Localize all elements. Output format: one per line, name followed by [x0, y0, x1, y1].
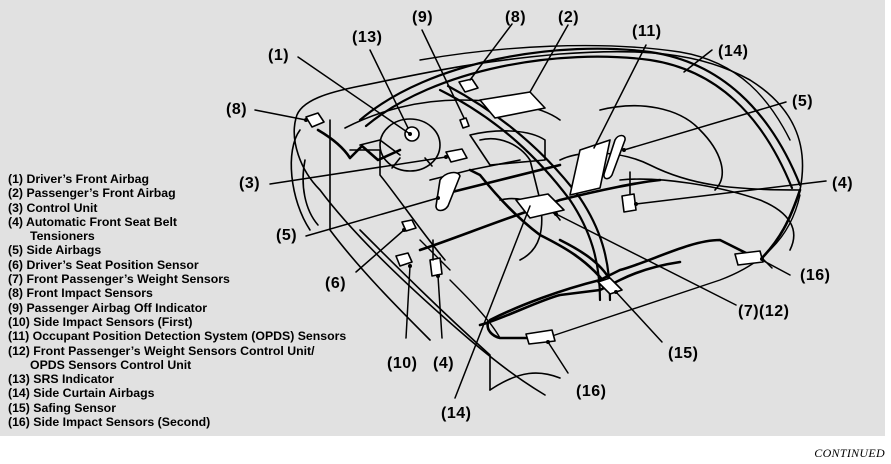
callout-5-side-airbag-right: (5) — [792, 93, 814, 110]
callout-6-drivers-seat-position-sensor: (6) — [325, 275, 347, 292]
leader-lines — [254, 23, 827, 399]
legend-item: (7) Front Passenger’s Weight Sensors — [8, 272, 230, 287]
callout-8-front-impact-sensor-left: (8) — [226, 101, 248, 118]
legend-item: (3) Control Unit — [8, 200, 98, 215]
legend-item: (15) Safing Sensor — [8, 400, 116, 415]
callout-13-srs-indicator: (13) — [352, 29, 383, 46]
legend-item: (11) Occupant Position Detection System … — [8, 329, 347, 344]
legend-item: (1) Driver’s Front Airbag — [8, 172, 149, 186]
roof-edge — [419, 44, 791, 141]
legend-item: (5) Side Airbags — [8, 243, 102, 258]
callout-10-side-impact-sensor-first: (10) — [387, 355, 418, 372]
legend-item: (14) Side Curtain Airbags — [8, 386, 155, 401]
legend-item: (16) Side Impact Sensors (Second) — [8, 415, 211, 430]
wiring-harness — [316, 128, 802, 340]
callout-16-side-impact-sensor-bottom: (16) — [576, 383, 607, 400]
legend-item: (9) Passenger Airbag Off Indicator — [8, 300, 208, 315]
continued-marker: CONTINUED — [814, 446, 885, 460]
legend-item: (6) Driver’s Seat Position Sensor — [8, 257, 199, 272]
callout-14-side-curtain-airbags-bottom: (14) — [441, 405, 472, 422]
callout-4-seat-belt-tensioner-right: (4) — [832, 175, 854, 192]
srs-component-location-diagram — [254, 23, 827, 399]
legend-item: (8) Front Impact Sensors — [8, 286, 153, 301]
callout-4-seat-belt-tensioner-bottom: (4) — [433, 355, 455, 372]
callout-9-passenger-airbag-off-indicator: (9) — [412, 9, 434, 26]
callout-15-safing-sensor: (15) — [668, 345, 699, 362]
car-body-outline — [290, 50, 804, 396]
callout-3-control-unit: (3) — [239, 175, 261, 192]
callout-14-side-curtain-airbags-top: (14) — [718, 43, 749, 60]
callout-8-front-impact-sensor-top: (8) — [505, 9, 527, 26]
components — [305, 78, 764, 345]
callout-16-side-impact-sensor-right: (16) — [800, 267, 831, 284]
arrowheads — [304, 118, 764, 344]
thin-wires — [419, 194, 801, 341]
callout-7-12-weight-sensors-control-unit: (7)(12) — [738, 303, 790, 320]
legend-item: (13) SRS Indicator — [8, 372, 114, 387]
callout-5-side-airbag-left: (5) — [276, 227, 298, 244]
legend-item: (12) Front Passenger’s Weight Sensors Co… — [8, 343, 315, 372]
legend-item: (2) Passenger’s Front Airbag — [8, 186, 176, 201]
component-legend: (1) Driver’s Front Airbag (2) Passenger’… — [8, 172, 346, 429]
callout-1-drivers-front-airbag: (1) — [268, 47, 290, 64]
callout-2-passengers-front-airbag: (2) — [558, 9, 580, 26]
legend-item: (10) Side Impact Sensors (First) — [8, 314, 193, 329]
callout-11-opds-sensors: (11) — [632, 23, 662, 40]
